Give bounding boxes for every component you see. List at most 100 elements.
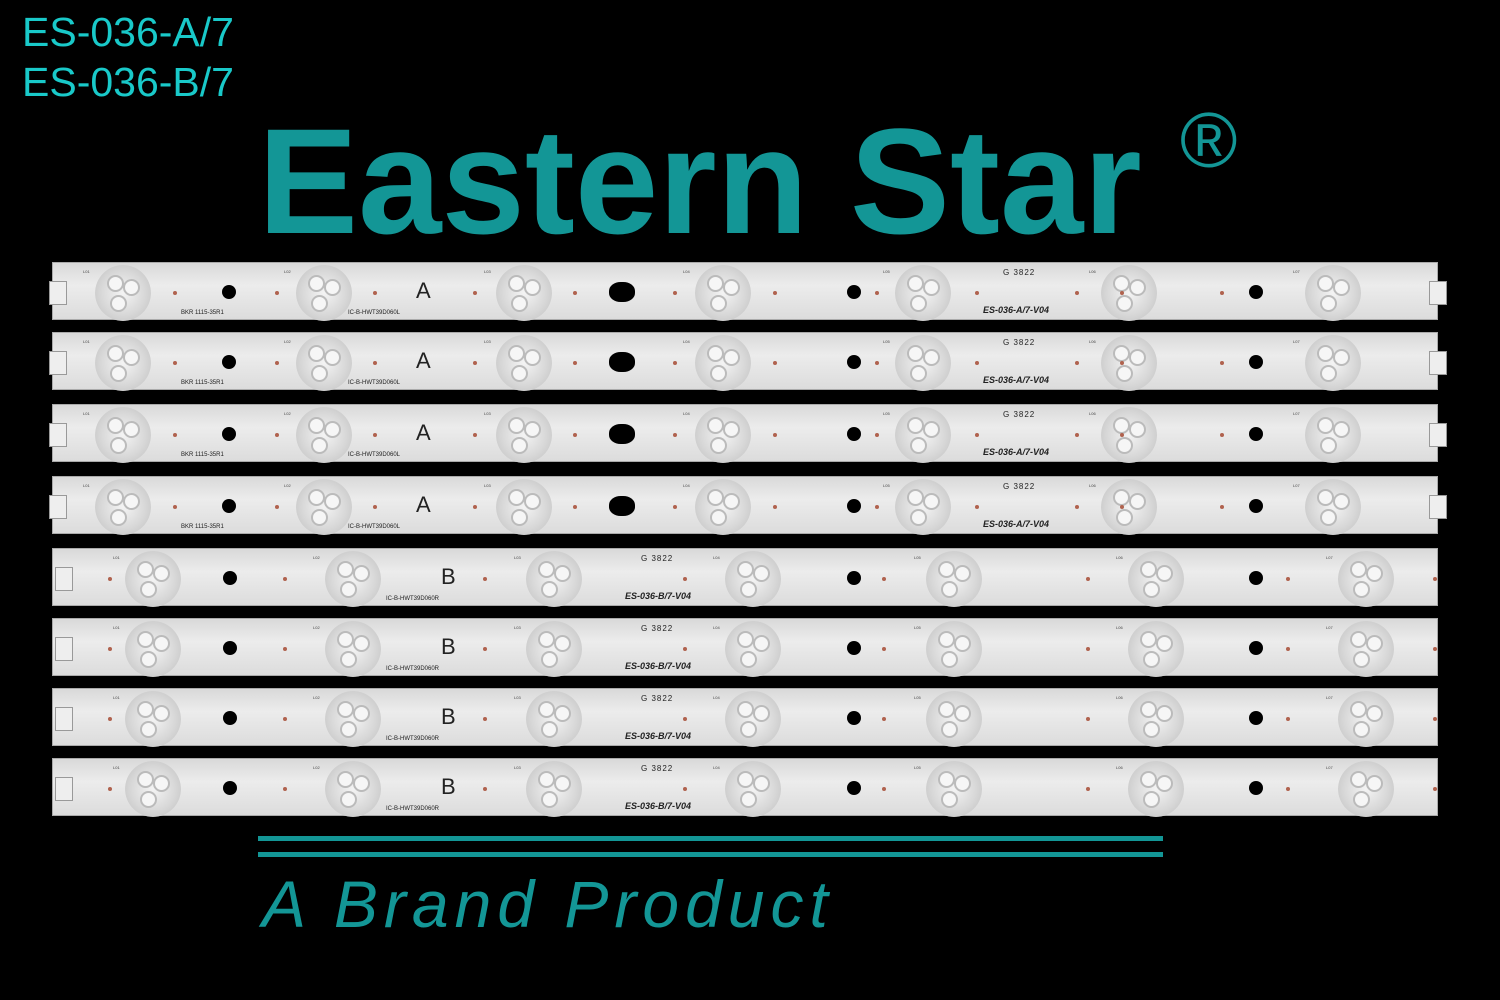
led-label: L06: [1089, 483, 1096, 488]
solder-dot: [173, 361, 177, 365]
solder-dot: [882, 647, 886, 651]
solder-dot: [275, 433, 279, 437]
solder-dot: [283, 787, 287, 791]
led-label: L07: [1293, 483, 1300, 488]
solder-dot: [573, 291, 577, 295]
solder-dot: [1120, 433, 1124, 437]
board-code: BKR 1115-35R1: [181, 310, 224, 316]
led-lens: [325, 621, 381, 677]
mounting-hole: [847, 427, 861, 441]
led-lens: [526, 621, 582, 677]
solder-dot: [483, 577, 487, 581]
mounting-hole: [222, 285, 236, 299]
solder-dot: [975, 433, 979, 437]
mounting-hole: [222, 355, 236, 369]
solder-dot: [275, 361, 279, 365]
solder-dot: [875, 291, 879, 295]
led-lens: [296, 265, 352, 321]
led-label: L05: [883, 483, 890, 488]
batch-code: G 3822: [1003, 268, 1036, 277]
led-label: L03: [484, 483, 491, 488]
led-label: L01: [113, 555, 120, 560]
mounting-hole: [609, 282, 635, 302]
led-lens: [1101, 479, 1157, 535]
led-lens: [95, 265, 151, 321]
watermark-registered: ®: [1180, 96, 1238, 184]
solder-dot: [373, 361, 377, 365]
led-lens: [1338, 761, 1394, 817]
connector: [49, 281, 67, 305]
led-lens: [895, 407, 951, 463]
led-label: L01: [83, 269, 90, 274]
solder-dot: [1220, 291, 1224, 295]
strip-letter: B: [441, 564, 456, 589]
led-lens: [1101, 407, 1157, 463]
led-label: L07: [1326, 765, 1333, 770]
led-label: L07: [1293, 269, 1300, 274]
connector: [49, 423, 67, 447]
strip-letter: A: [416, 348, 431, 373]
mounting-hole: [222, 427, 236, 441]
led-lens: [895, 335, 951, 391]
solder-dot: [773, 433, 777, 437]
connector: [1429, 281, 1447, 305]
led-lens: [1128, 551, 1184, 607]
solder-dot: [108, 647, 112, 651]
led-lens: [926, 691, 982, 747]
solder-dot: [108, 717, 112, 721]
solder-dot: [673, 361, 677, 365]
led-label: L05: [914, 695, 921, 700]
mounting-hole: [223, 571, 237, 585]
led-label: L04: [713, 695, 720, 700]
solder-dot: [673, 505, 677, 509]
strip-letter: A: [416, 492, 431, 517]
watermark-brand: Eastern Star: [258, 97, 1142, 265]
led-label: L01: [113, 765, 120, 770]
mounting-hole: [1249, 499, 1263, 513]
strip-letter: B: [441, 704, 456, 729]
led-lens: [325, 691, 381, 747]
solder-dot: [1286, 647, 1290, 651]
led-lens: [1101, 335, 1157, 391]
solder-dot: [373, 433, 377, 437]
solder-dot: [975, 291, 979, 295]
solder-dot: [283, 577, 287, 581]
led-label: L02: [284, 483, 291, 488]
part-number-a: ES-036-A/7: [22, 9, 234, 55]
solder-dot: [483, 647, 487, 651]
solder-dot: [1086, 717, 1090, 721]
connector: [55, 567, 73, 591]
model-code: ES-036-B/7-V04: [625, 661, 692, 671]
solder-dot: [283, 717, 287, 721]
solder-dot: [1220, 361, 1224, 365]
solder-dot: [673, 433, 677, 437]
model-code: ES-036-A/7-V04: [983, 375, 1050, 385]
connector: [1429, 495, 1447, 519]
led-label: L01: [83, 411, 90, 416]
led-label: L03: [484, 339, 491, 344]
solder-dot: [1220, 505, 1224, 509]
solder-dot: [683, 717, 687, 721]
solder-dot: [1286, 787, 1290, 791]
led-lens: [125, 621, 181, 677]
led-label: L05: [914, 555, 921, 560]
led-lens: [496, 335, 552, 391]
led-label: L02: [284, 269, 291, 274]
led-label: L04: [713, 555, 720, 560]
solder-dot: [483, 787, 487, 791]
solder-dot: [473, 361, 477, 365]
led-label: L07: [1326, 555, 1333, 560]
led-lens: [1128, 621, 1184, 677]
led-label: L06: [1089, 411, 1096, 416]
led-label: L02: [284, 339, 291, 344]
solder-dot: [683, 577, 687, 581]
led-label: L01: [113, 695, 120, 700]
led-label: L01: [83, 483, 90, 488]
led-label: L05: [883, 269, 890, 274]
led-label: L05: [883, 411, 890, 416]
batch-code: G 3822: [641, 694, 674, 703]
board-code: BKR 1115-35R1: [181, 452, 224, 458]
connector: [49, 351, 67, 375]
